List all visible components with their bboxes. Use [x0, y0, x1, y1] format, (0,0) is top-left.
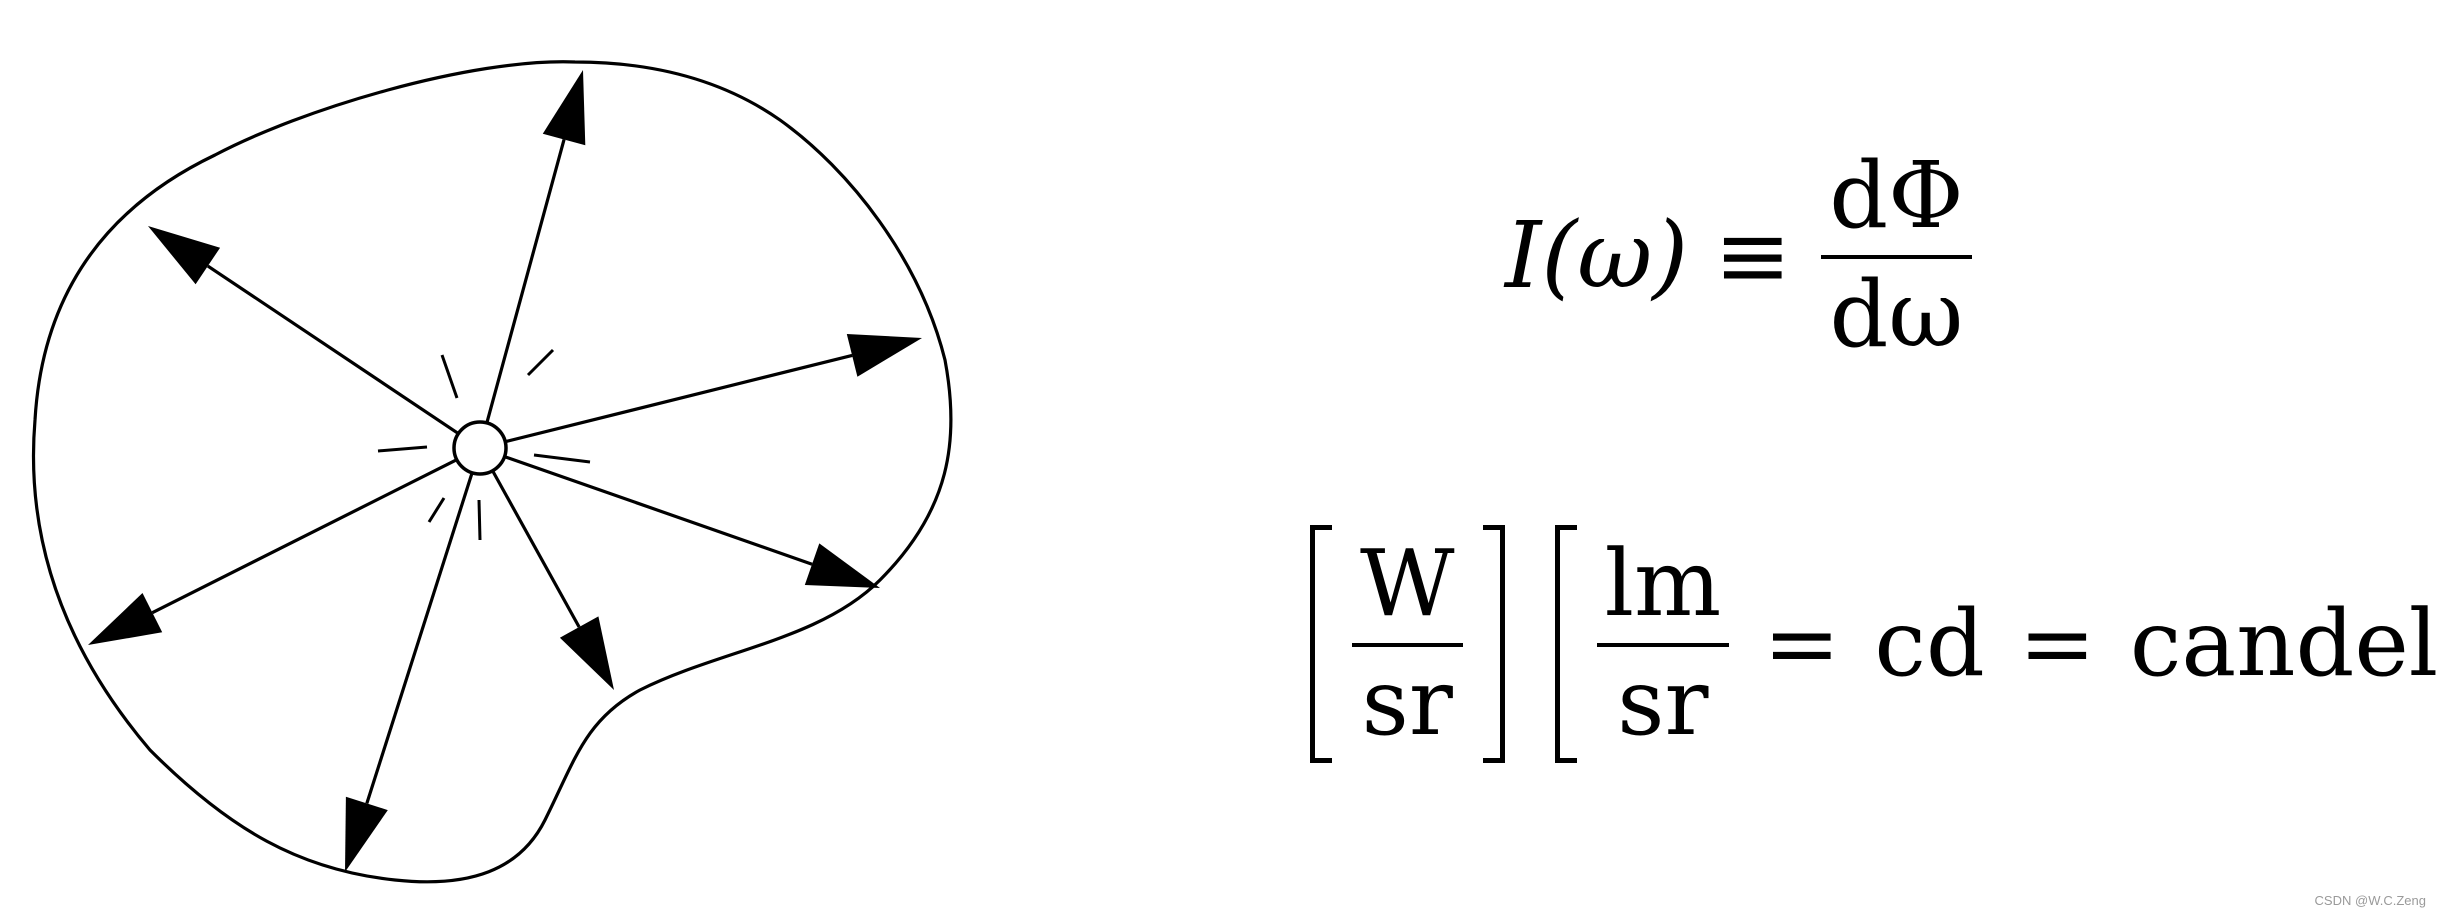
arrowhead-3: [846, 334, 922, 377]
emission-ray-3: [377, 445, 428, 453]
photometric-unit-bracket: lm sr = cd = candela: [1554, 525, 2442, 763]
arrow-shaft: [491, 469, 581, 628]
emission-rays: [377, 348, 591, 541]
lumen-per-steradian-fraction: lm sr: [1596, 530, 1730, 756]
emission-ray-4: [533, 453, 591, 464]
emission-arrows: [88, 70, 922, 872]
emission-ray-5: [427, 497, 446, 523]
arrowhead-2: [148, 226, 221, 285]
cd-unit: cd: [1874, 590, 1985, 697]
fraction-bar: [1352, 643, 1463, 647]
emission-ray-1: [440, 354, 459, 399]
arrowhead-7: [88, 593, 163, 645]
fraction-bar: [1596, 643, 1730, 647]
arrowhead-6: [345, 796, 388, 872]
fraction-denominator: sr: [1617, 649, 1709, 756]
fraction-denominator: sr: [1361, 649, 1453, 756]
arrow-shaft: [485, 139, 566, 424]
light-source-diagram: [31, 60, 953, 884]
radiometric-unit-bracket: W sr: [1310, 525, 1505, 763]
left-bracket: [1310, 525, 1332, 763]
arrow-shaft: [504, 455, 813, 566]
equivalence-sign: ≡: [1714, 201, 1792, 309]
right-bracket: [1482, 525, 1505, 763]
watt-per-steradian-fraction: W sr: [1352, 536, 1463, 751]
arrowhead-5: [559, 616, 614, 690]
flux-per-solid-angle-fraction: dΦ dω: [1821, 142, 1972, 368]
arrow-shaft: [504, 353, 853, 444]
fraction-bar: [1821, 254, 1972, 259]
emission-ray-2: [526, 348, 555, 377]
fraction-denominator: dω: [1829, 260, 1964, 368]
left-bracket: [1554, 525, 1577, 763]
candela-unit: candela: [2129, 590, 2442, 697]
intensity-definition-equation: I(ω) ≡ dΦ dω: [1505, 142, 1972, 368]
arrow-shaft: [151, 458, 458, 615]
irregular-boundary: [31, 60, 953, 884]
fraction-numerator: dΦ: [1829, 142, 1964, 249]
arrowhead-4: [804, 543, 880, 588]
arrowhead-1: [542, 70, 586, 146]
intensity-symbol: I(ω): [1505, 201, 1689, 309]
point-source: [452, 420, 508, 476]
arrow-shaft: [206, 264, 460, 435]
equals-sign: =: [2018, 590, 2096, 697]
emission-ray-6: [477, 499, 482, 541]
fraction-numerator: W: [1360, 530, 1455, 638]
equals-sign: =: [1763, 590, 1841, 697]
fraction-numerator: lm: [1604, 530, 1722, 638]
watermark: CSDN @W.C.Zeng: [2314, 893, 2426, 908]
arrow-shaft: [365, 472, 474, 804]
units-equation: W sr lm sr = cd = candela: [1310, 525, 2442, 763]
